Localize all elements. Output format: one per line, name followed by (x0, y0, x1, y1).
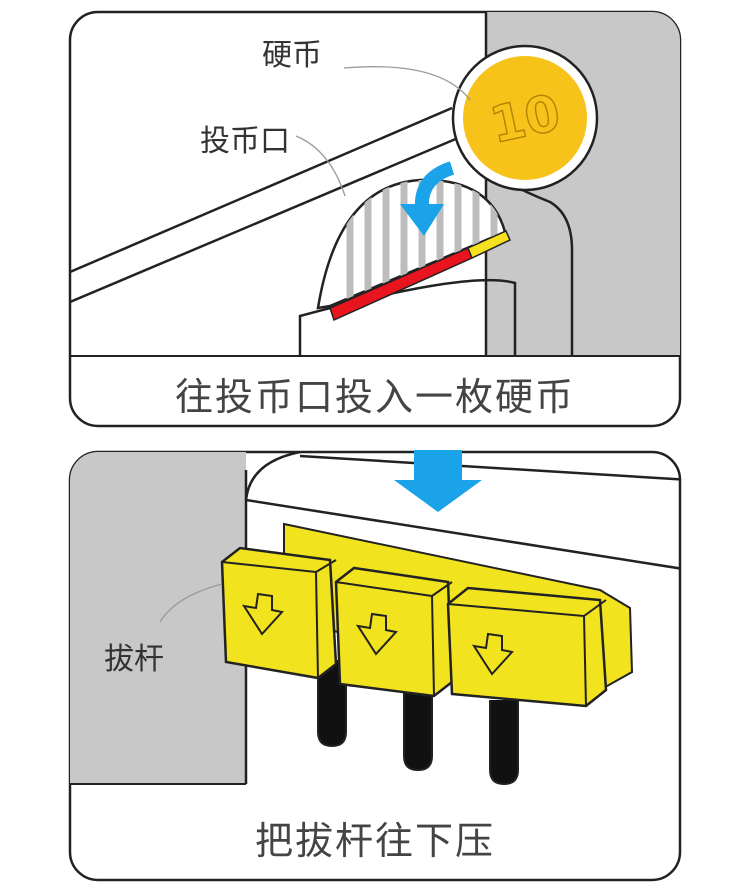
bottom-panel (68, 450, 682, 882)
lever-handles (317, 660, 519, 786)
down-arrow-icon (471, 632, 514, 676)
lever-1[interactable] (220, 546, 338, 680)
callout-lever: 拔杆 (104, 642, 164, 677)
callout-coin-slot: 投币口 (200, 124, 290, 159)
lever-3[interactable] (446, 586, 608, 708)
insert-arrow-icon (400, 161, 455, 236)
caption-bottom: 把拔杆往下压 (254, 819, 495, 863)
coin-icon: 10 (451, 44, 599, 192)
gray-wall-bottom (70, 452, 246, 784)
slot-opening-yellow (467, 230, 511, 260)
lever-2[interactable] (334, 566, 454, 698)
down-arrow-icon (241, 592, 284, 636)
push-down-arrow-icon (394, 450, 482, 512)
caption-top: 往投币口投入一枚硬币 (174, 375, 575, 419)
top-panel: 10 (68, 10, 682, 428)
down-arrow-icon (355, 612, 398, 656)
callout-coin: 硬币 (262, 38, 322, 73)
